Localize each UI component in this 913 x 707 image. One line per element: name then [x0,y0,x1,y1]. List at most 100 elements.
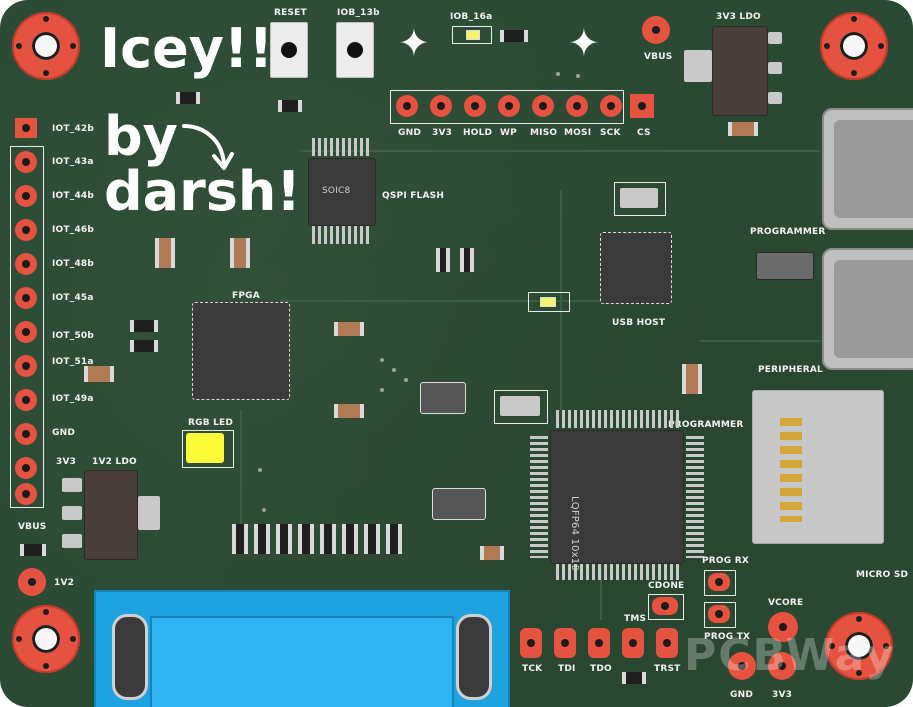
io-label: IOT_48b [52,259,95,269]
io-label: IOT_51a [52,357,94,367]
lqfp-label: LQFP64 10x10 [569,496,580,571]
jtag-tdi-pad[interactable] [554,628,576,658]
lqfp-pins-right [686,436,704,558]
crystal [620,188,658,208]
1v2-test-pad[interactable] [18,568,46,596]
resistor [130,320,158,332]
io-pin[interactable] [15,355,37,377]
vbus-test-pad[interactable] [642,16,670,44]
iob13b-label: IOB_13b [337,8,380,18]
usb-host-label: USB HOST [612,318,666,328]
spi-pin[interactable] [532,95,554,117]
io-pin[interactable] [15,483,37,505]
soic8-label: SOIC8 [322,186,351,196]
vga-shell [150,616,454,707]
mounting-hole-bottom-left [12,605,80,673]
io-label: IOT_44b [52,191,95,201]
reset-label: RESET [274,8,307,18]
jtag-tms-pad[interactable] [622,628,644,658]
io-pin[interactable] [15,321,37,343]
resistor [254,524,270,554]
peripheral-usb-label: PERIPHERAL [758,365,823,375]
io-pin[interactable] [15,423,37,445]
spi-pin[interactable] [600,95,622,117]
usb-host-chip [600,232,672,304]
io-pin[interactable] [15,287,37,309]
resistor [278,100,302,112]
iob13b-button[interactable] [336,22,374,78]
cdone-jumper[interactable] [652,597,678,615]
hand-text-line3: darsh!! [104,160,326,223]
spi-label: MISO [530,128,558,138]
usb-c-programmer-port[interactable] [822,108,913,230]
ldo-1v2-label: 1V2 LDO [92,457,137,467]
curved-arrow-icon [182,124,234,170]
jtag-trst-pad[interactable] [656,628,678,658]
io-label: IOT_43a [52,157,94,167]
io-pin[interactable] [15,185,37,207]
ldo-tab [138,496,160,530]
spi-pin[interactable] [498,95,520,117]
vcore-test-pad[interactable] [768,612,798,642]
ldo-3v3-regulator [712,26,768,116]
hand-text-line2: by [104,105,178,168]
resistor [342,524,358,554]
ldo-pin [62,534,82,548]
io-pin[interactable] [15,457,37,479]
jtag-tck-pad[interactable] [520,628,542,658]
io-pin[interactable] [15,389,37,411]
spi-pin[interactable] [430,95,452,117]
resistor [130,340,158,352]
jtag-label: TDI [558,664,576,674]
gnd-test-pad[interactable] [728,652,756,680]
trace [240,410,242,540]
rgb-led [186,433,224,463]
resistor [622,672,646,684]
io-header-outline [10,146,44,508]
ldo-pin [768,92,782,104]
ldo-pin [768,62,782,74]
resistor [364,524,380,554]
resistor [460,248,474,272]
usb-c-peripheral-port[interactable] [822,248,913,370]
cdone-outline [648,594,684,620]
jtag-tdo-pad[interactable] [588,628,610,658]
lqfp-pins-bottom [556,562,680,580]
pcbway-watermark: PCBWay [684,630,896,681]
spi-pin[interactable] [464,95,486,117]
io-pin[interactable] [15,253,37,275]
mounting-hole-bottom-right [825,612,893,680]
jtag-label: TDO [590,664,612,674]
prog-tx-outline [704,602,736,628]
diode-package [420,382,466,414]
vga-screw-right [456,614,492,700]
qspi-flash-chip [308,158,376,226]
iob16a-led-outline [452,26,492,44]
crystal [500,396,540,416]
resistor [386,524,402,554]
resistor [232,524,248,554]
spi-label: WP [500,128,517,138]
spi-pin[interactable] [396,95,418,117]
3v3-test-pad[interactable] [768,652,796,680]
trace [600,560,602,620]
prog-rx-jumper[interactable] [708,573,730,591]
crystal-outline [614,182,666,216]
micro-sd-slot[interactable] [752,390,884,544]
led-outline [528,292,570,312]
io-pin[interactable] [15,118,37,138]
spi-pin[interactable] [566,95,588,117]
spi-pin-cs[interactable] [630,94,654,118]
spi-label: MOSI [564,128,592,138]
capacitor [334,404,364,418]
io-pin[interactable] [15,151,37,173]
reset-button[interactable] [270,22,308,78]
trace [280,300,600,302]
spi-label: GND [398,128,421,138]
prog-tx-jumper[interactable] [708,605,730,623]
diode-package [432,488,486,520]
capacitor [155,238,175,268]
io-pin[interactable] [15,219,37,241]
